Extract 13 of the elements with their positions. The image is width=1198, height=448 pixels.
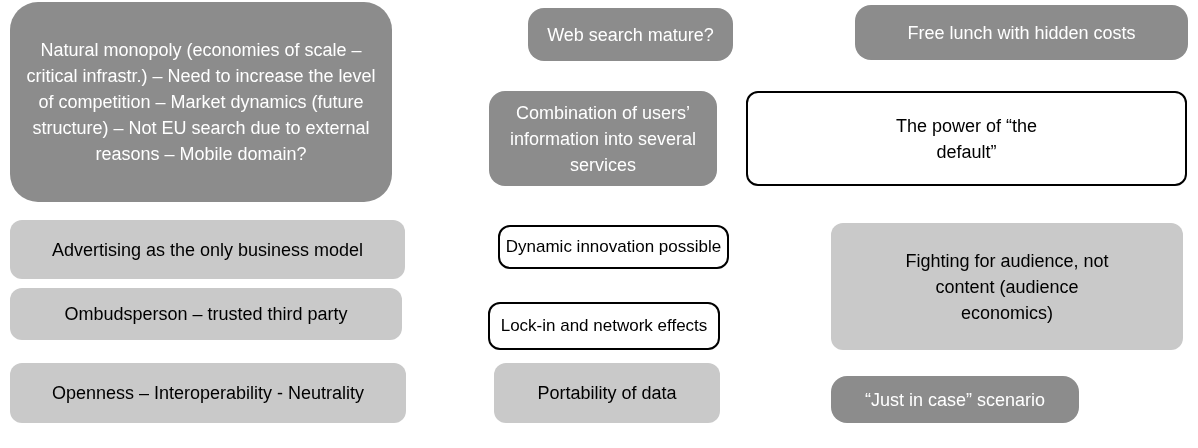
text-box: “Just in case” scenario: [831, 376, 1079, 423]
text-box: Ombudsperson – trusted third party: [10, 288, 402, 340]
text-box: Dynamic innovation possible: [498, 225, 729, 269]
text-box: Lock-in and network effects: [488, 302, 720, 350]
text-box: Combination of users’ information into several services: [489, 91, 717, 186]
text-box: Web search mature?: [528, 8, 733, 61]
text-box: The power of “the default”: [746, 91, 1187, 186]
text-box: Natural monopoly (economies of scale – critical infrastr.) – Need to increase the level of competition – Market dynamics (future structure) – Not EU search due to external reasons – Mobile domain?: [10, 2, 392, 202]
text-box: Free lunch with hidden costs: [855, 5, 1188, 60]
text-box: Openness – Interoperability - Neutrality: [10, 363, 406, 423]
text-box: Advertising as the only business model: [10, 220, 405, 279]
text-box: Fighting for audience, not content (audience economics): [831, 223, 1183, 350]
text-box: Portability of data: [494, 363, 720, 423]
